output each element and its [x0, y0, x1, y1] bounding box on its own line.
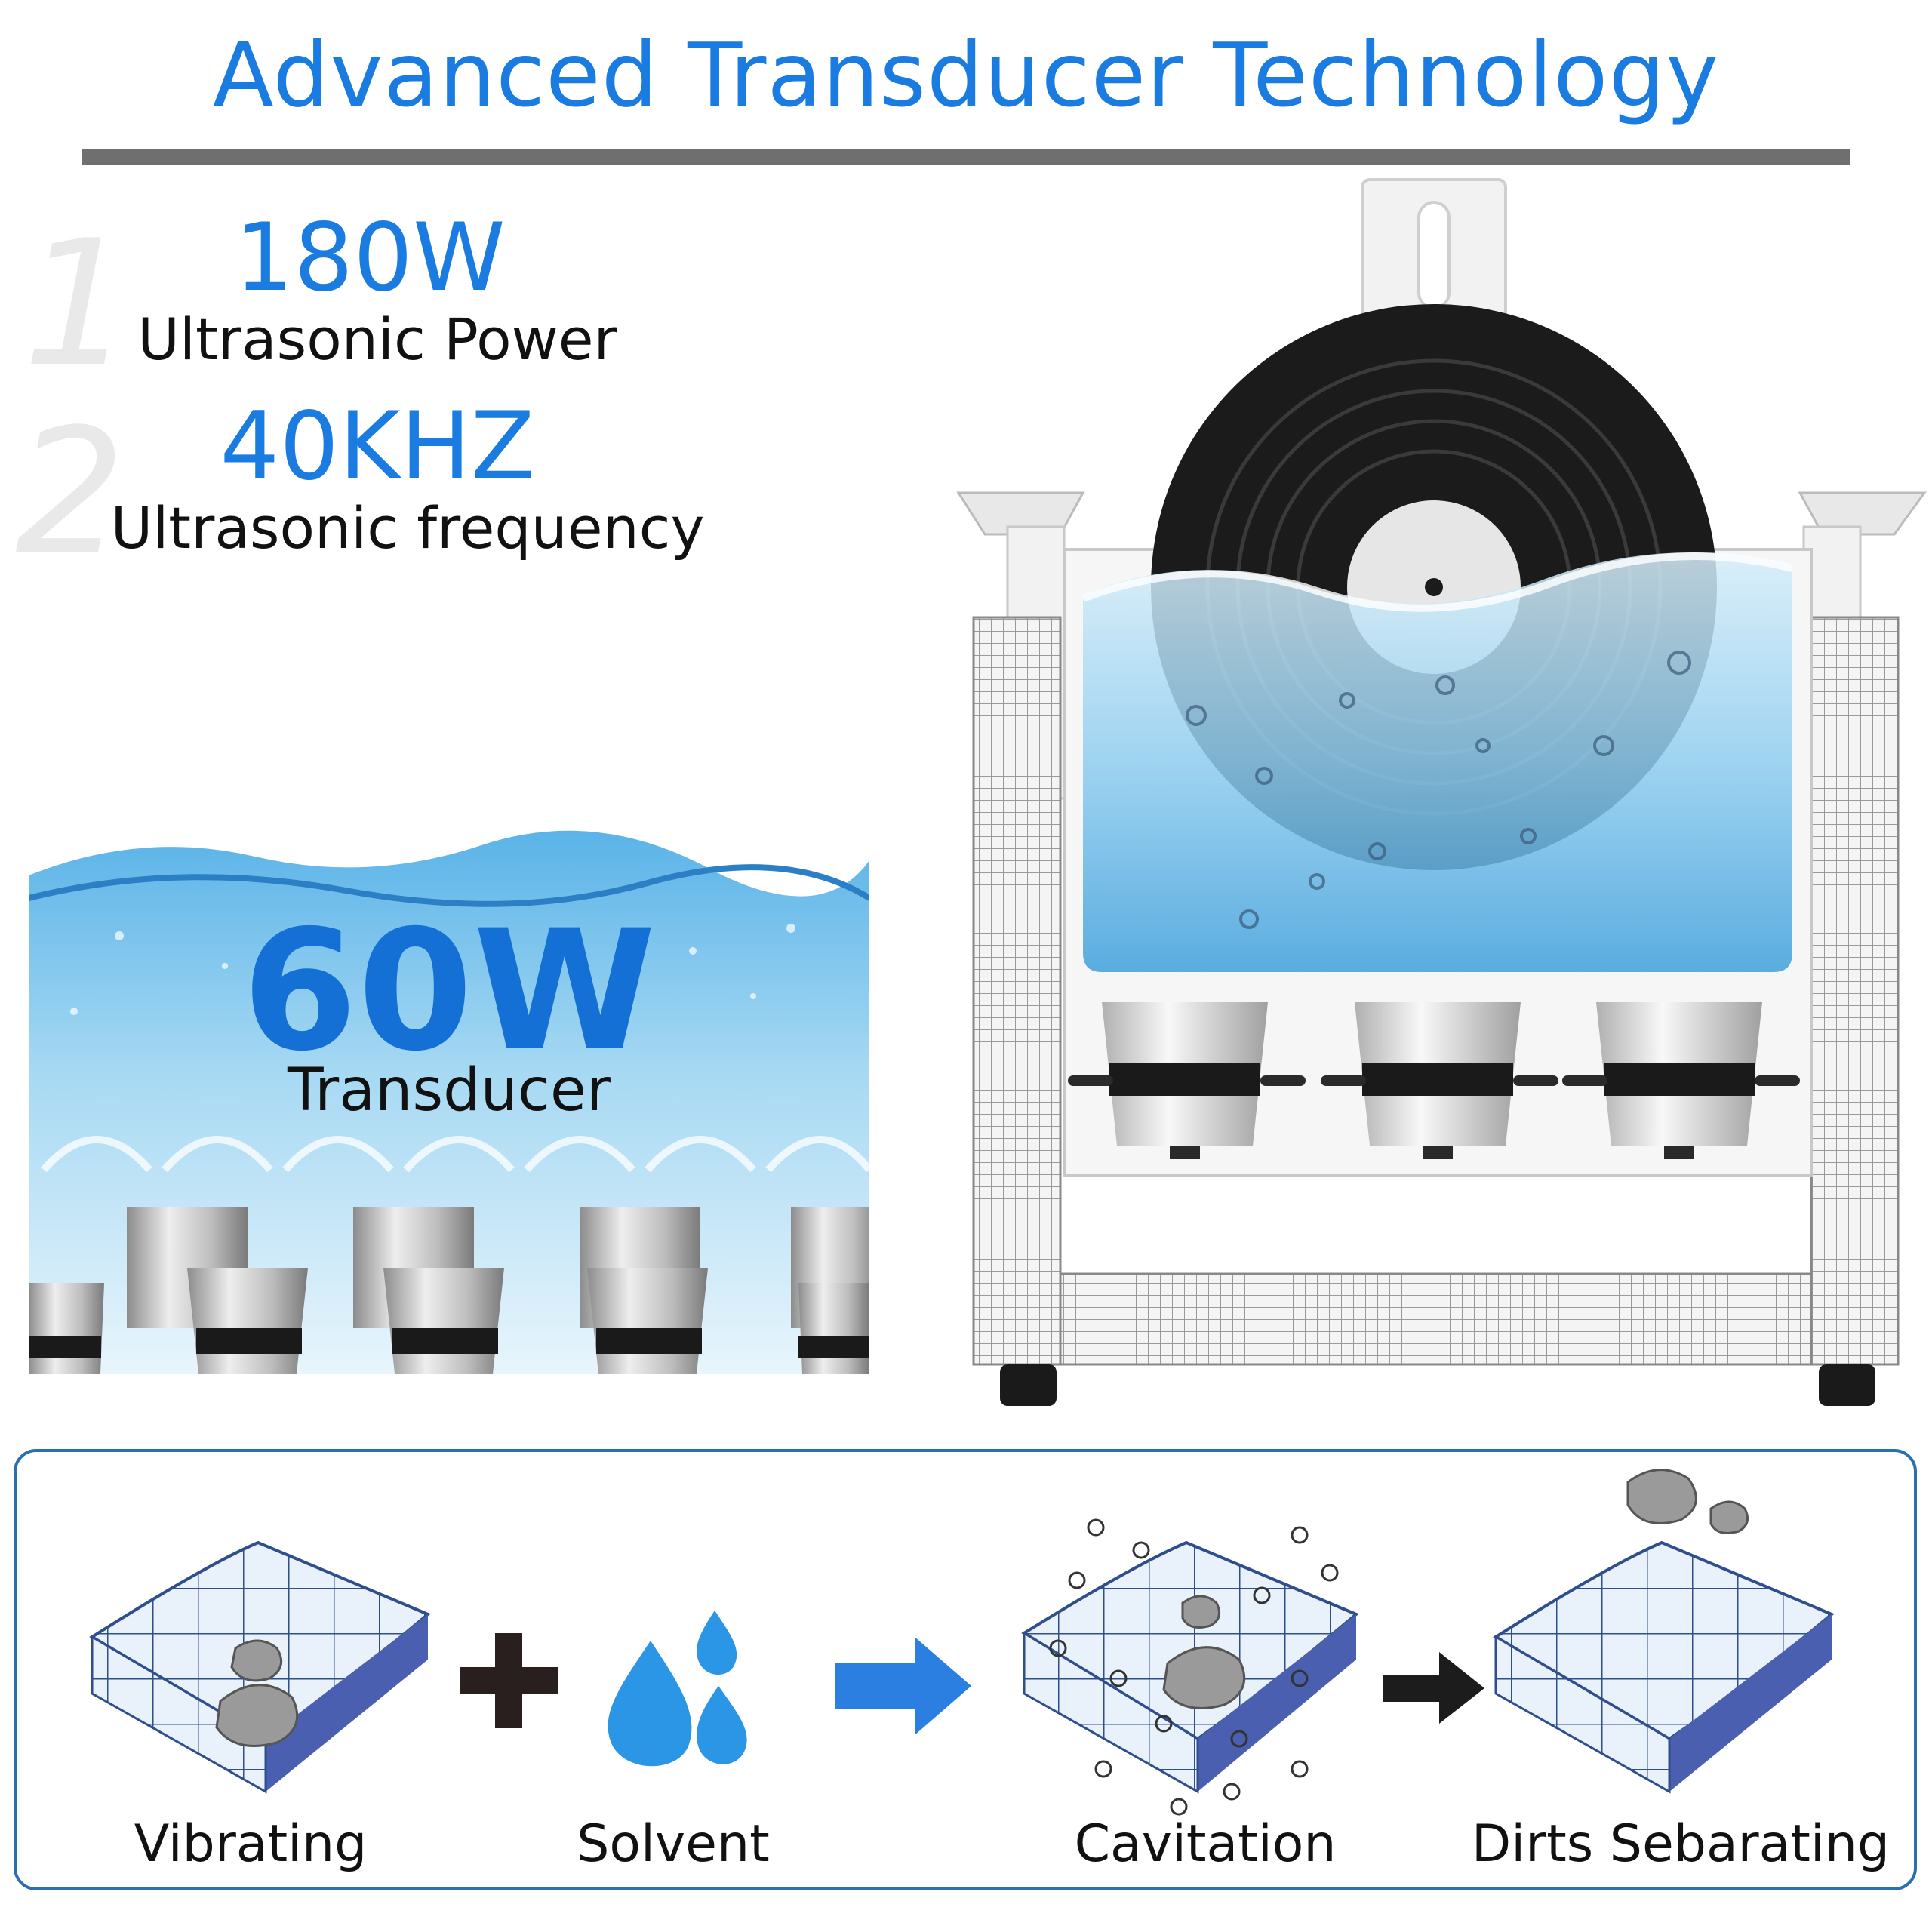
transducer-water-panel [29, 815, 869, 1374]
step-label-vibrating: Vibrating [134, 1814, 368, 1874]
spec-value-frequency: 40KHZ [220, 392, 535, 501]
spec-index-2: 2 [15, 392, 126, 594]
step-label-solvent: Solvent [577, 1814, 770, 1874]
vibrating-tile-icon [89, 1540, 431, 1794]
clean-tile-icon [1493, 1469, 1835, 1794]
arrow-right-icon [835, 1637, 971, 1735]
arrow-right-icon [1383, 1652, 1484, 1724]
spec-label-frequency: Ultrasonic frequency [110, 494, 705, 561]
spec-index-1: 1 [23, 204, 134, 405]
plus-icon [460, 1633, 558, 1728]
solvent-drops-icon [608, 1611, 747, 1767]
step-label-cavitation: Cavitation [1074, 1814, 1337, 1874]
page-title: Advanced Transducer Technology [212, 23, 1720, 127]
transducer-label: Transducer [287, 1057, 611, 1124]
ultrasonic-cleaner-illustration [955, 172, 1928, 1417]
cleaning-process-panel: Vibrating Solvent Cavitation Dirts Sebar… [14, 1449, 1917, 1890]
cavitation-tile-icon [1021, 1518, 1359, 1816]
step-label-dirts-separating: Dirts Sebarating [1471, 1814, 1890, 1874]
spec-value-power: 180W [234, 204, 506, 312]
title-divider [82, 149, 1850, 165]
spec-label-power: Ultrasonic Power [137, 306, 617, 373]
transducer-value: 60W [242, 894, 657, 1088]
